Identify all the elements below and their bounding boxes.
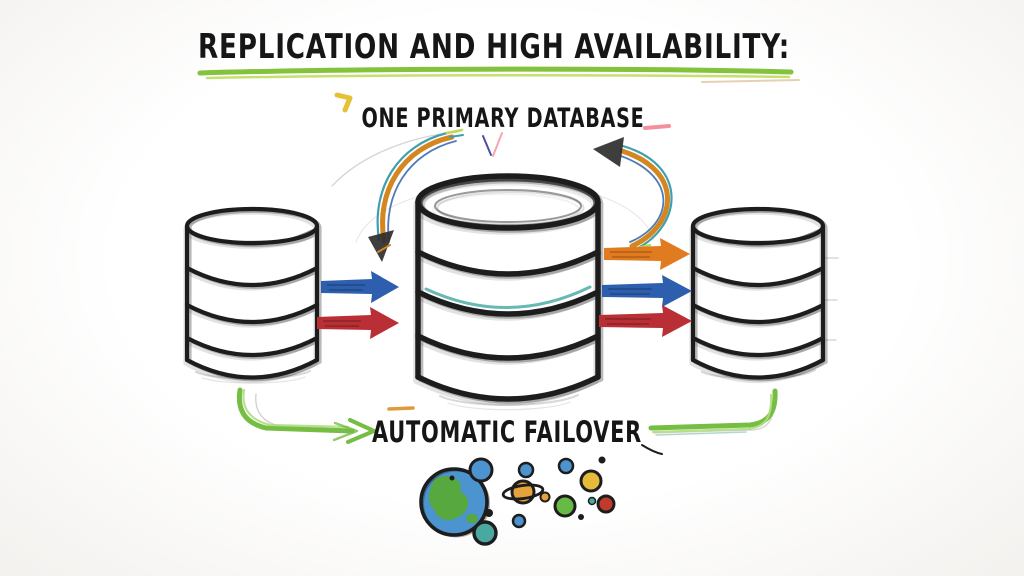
- planet-dot: [539, 491, 551, 503]
- replication-arrow-red-left: [317, 307, 399, 339]
- replication-arrow-blue-left: [321, 271, 399, 303]
- loop-stroke-orange: [619, 148, 670, 249]
- sketch-detail: [449, 134, 464, 138]
- replication-arrow-orange-right: [604, 238, 690, 270]
- sketch-detail: [201, 376, 306, 384]
- replica-database-right: [692, 206, 826, 381]
- planet-dot: [485, 509, 493, 517]
- replication-arrows: [317, 238, 692, 339]
- loop-stroke-orange: [380, 134, 455, 244]
- sketch-detail: [377, 244, 391, 253]
- sketch-detail: [492, 132, 503, 157]
- planet-doodle-red: [596, 494, 616, 514]
- sketch-detail: [605, 318, 651, 325]
- pink-underscore-mark: [643, 124, 671, 130]
- pen-flick-mark: [641, 444, 663, 455]
- loop-stroke-blue: [620, 155, 665, 243]
- orange-dash-mark: [387, 406, 415, 411]
- planet-doodle-green: [553, 494, 577, 518]
- title-underline: [197, 66, 794, 76]
- loop-stroke-teal: [376, 131, 449, 242]
- planet-doodle-blue: [517, 461, 535, 479]
- failover-block: AUTOMATIC FAILOVER: [236, 387, 778, 455]
- sketch-detail: [655, 431, 747, 436]
- sketch-detail: [445, 128, 464, 135]
- planet-doodle-blue: [557, 457, 575, 475]
- primary-pointer-arrow: [482, 132, 503, 157]
- replication-arrow-blue-right: [602, 275, 692, 307]
- loop-arrowhead: [368, 230, 394, 262]
- title-underline-echo: [205, 74, 791, 80]
- replication-arrow-red-right: [599, 305, 692, 337]
- sketch-detail: [447, 401, 571, 411]
- sketch-detail: [242, 388, 350, 429]
- saturn-ring: [501, 483, 545, 501]
- cylinder-top: [187, 209, 317, 243]
- cylinder-body: [693, 226, 823, 378]
- planet-doodle-blue: [511, 513, 527, 529]
- loop-arrowhead: [593, 137, 624, 167]
- sketch-detail: [323, 320, 361, 327]
- planet-dot: [587, 496, 597, 506]
- failover-arrowhead: [346, 418, 376, 444]
- planet-dot: [598, 456, 606, 464]
- replication-loop-arrow-left: [368, 128, 464, 262]
- yellow-tick-mark: [334, 92, 353, 113]
- globe-continent: [428, 475, 469, 521]
- planets-doodle: [419, 456, 616, 546]
- failover-path-right: [648, 388, 778, 431]
- teal-band-highlight: [424, 285, 592, 309]
- subtitle-text: ONE PRIMARY DATABASE: [362, 103, 645, 134]
- sketch-detail: [422, 469, 490, 538]
- sketch-detail: [651, 393, 773, 434]
- sketch-detail: [332, 421, 359, 442]
- sketch-detail: [610, 251, 652, 258]
- replica-database-left: [186, 206, 320, 381]
- title-block: REPLICATION AND HIGH AVAILABILITY:: [197, 27, 800, 83]
- cylinder-top: [693, 209, 823, 243]
- failover-path-left: [236, 387, 355, 434]
- planet-doodle-teal: [472, 520, 498, 546]
- cylinder-body: [187, 226, 317, 378]
- subtitle-block: ONE PRIMARY DATABASE: [334, 92, 671, 134]
- replication-loop-arrow-right: [593, 137, 673, 253]
- sketch-detail: [482, 135, 492, 156]
- planet-dot: [578, 514, 584, 520]
- planet-doodle-blue: [468, 457, 494, 483]
- page-title: REPLICATION AND HIGH AVAILABILITY:: [198, 27, 790, 67]
- sketch-detail: [449, 475, 455, 481]
- globe-continent: [466, 513, 478, 524]
- planet-doodle-yellow: [579, 469, 603, 493]
- sketch-detail: [608, 288, 652, 295]
- sketch-detail: [701, 79, 800, 83]
- loop-stroke-teal: [621, 144, 673, 251]
- failover-label: AUTOMATIC FAILOVER: [372, 415, 642, 449]
- sketch-detail: [327, 284, 365, 291]
- loop-stroke-blue: [387, 140, 457, 243]
- primary-database: [416, 173, 601, 403]
